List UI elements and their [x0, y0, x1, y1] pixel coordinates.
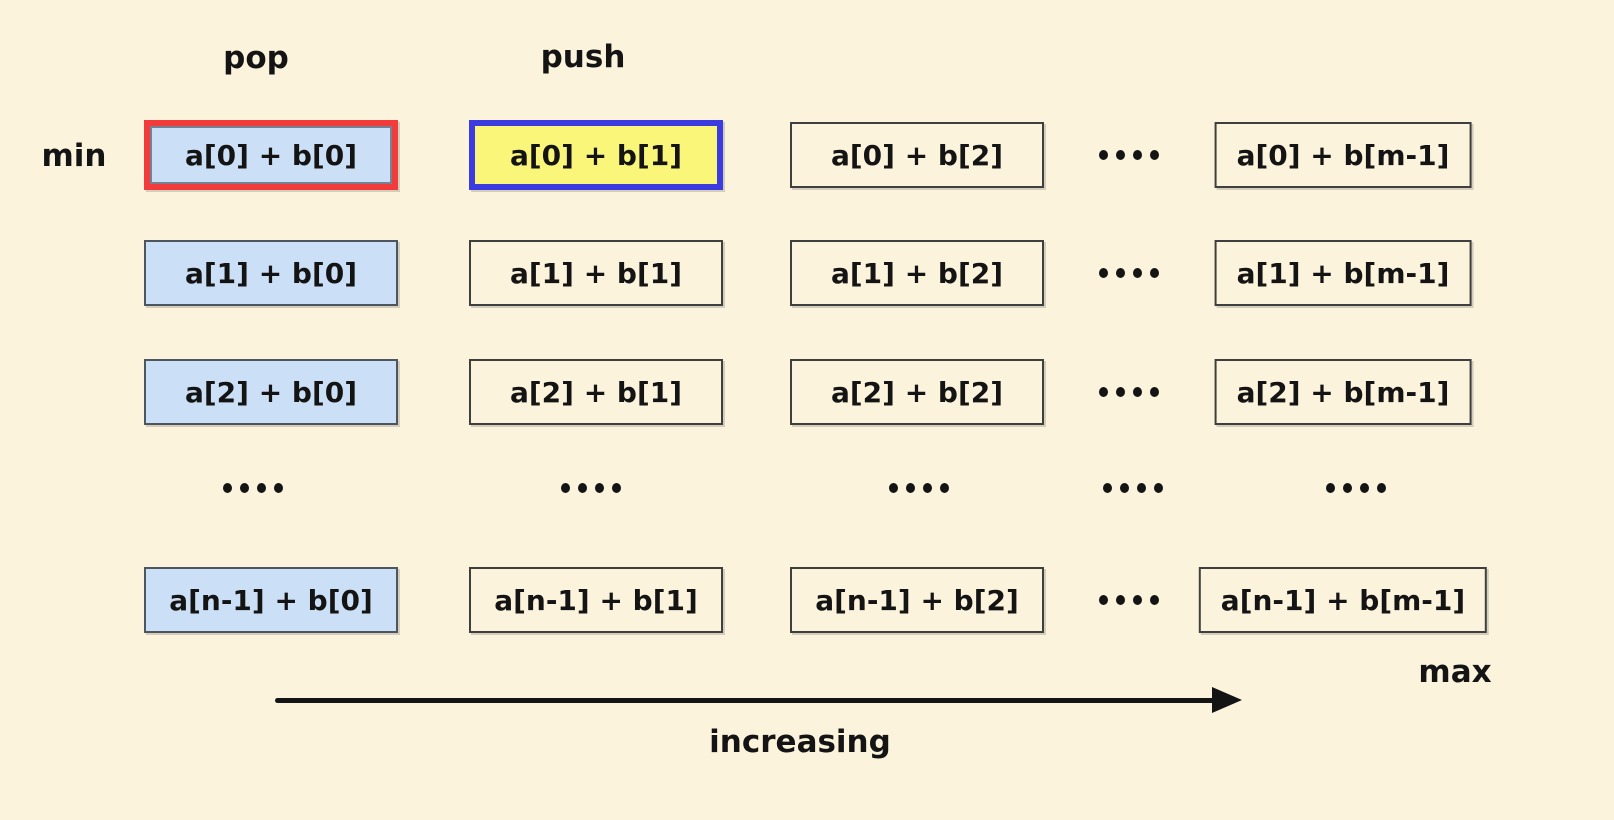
matrix-box-a2-b1: a[2] + b[1]	[469, 359, 723, 425]
matrix-row-last: a[n-1] + b[0] a[n-1] + b[1] a[n-1] + b[2…	[0, 567, 1614, 633]
ellipsis-dots	[1099, 268, 1159, 278]
min-label: min	[41, 138, 107, 174]
matrix-box-a0-b1-push: a[0] + b[1]	[469, 120, 723, 190]
arrow-right-icon	[1212, 687, 1242, 713]
ellipsis-dots	[1326, 483, 1386, 493]
ellipsis-dots	[889, 483, 949, 493]
matrix-box-a0-b0-pop: a[0] + b[0]	[144, 120, 398, 190]
matrix-box-an1-b2: a[n-1] + b[2]	[790, 567, 1044, 633]
arrow-line	[275, 698, 1215, 703]
matrix-box-a0-bm1: a[0] + b[m-1]	[1214, 122, 1472, 188]
matrix-row-1: a[1] + b[0] a[1] + b[1] a[1] + b[2] a[1]…	[0, 240, 1614, 306]
ellipsis-dots	[1099, 150, 1159, 160]
matrix-box-an1-b1: a[n-1] + b[1]	[469, 567, 723, 633]
matrix-box-a1-bm1: a[1] + b[m-1]	[1214, 240, 1472, 306]
max-label: max	[1418, 654, 1492, 690]
ellipsis-dots	[1099, 387, 1159, 397]
ellipsis-dots	[561, 483, 621, 493]
matrix-box-an1-b0: a[n-1] + b[0]	[144, 567, 398, 633]
matrix-box-a1-b0: a[1] + b[0]	[144, 240, 398, 306]
matrix-row-2: a[2] + b[0] a[2] + b[1] a[2] + b[2] a[2]…	[0, 359, 1614, 425]
matrix-row-0: a[0] + b[0] a[0] + b[1] a[0] + b[2] a[0]…	[0, 120, 1614, 190]
matrix-box-a1-b1: a[1] + b[1]	[469, 240, 723, 306]
ellipsis-dots	[223, 483, 283, 493]
increasing-label: increasing	[709, 724, 891, 760]
pop-label: pop	[223, 40, 289, 76]
ellipsis-dots	[1103, 483, 1163, 493]
matrix-box-a0-b2: a[0] + b[2]	[790, 122, 1044, 188]
ellipsis-dots	[1099, 595, 1159, 605]
matrix-ellipsis-row	[0, 455, 1614, 521]
push-label: push	[540, 39, 626, 75]
matrix-box-a2-b0: a[2] + b[0]	[144, 359, 398, 425]
matrix-box-a2-bm1: a[2] + b[m-1]	[1214, 359, 1472, 425]
matrix-box-a1-b2: a[1] + b[2]	[790, 240, 1044, 306]
matrix-box-a2-b2: a[2] + b[2]	[790, 359, 1044, 425]
matrix-box-an1-bm1: a[n-1] + b[m-1]	[1198, 567, 1488, 633]
